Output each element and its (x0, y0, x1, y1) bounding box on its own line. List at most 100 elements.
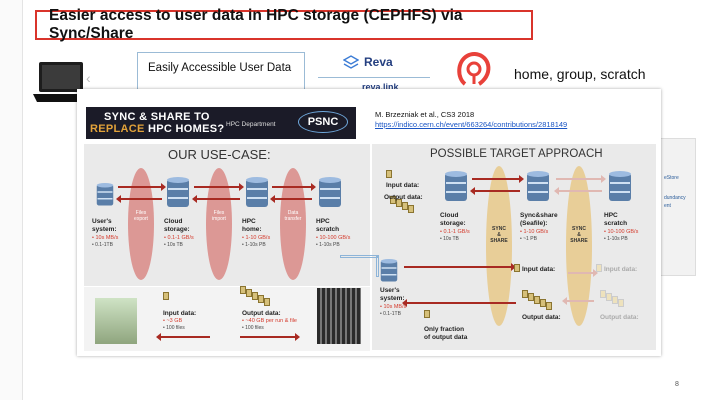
tier-speed: • 10s MB/s (92, 235, 119, 241)
use-case-title: OUR USE-CASE: (168, 147, 271, 162)
target-approach-title: POSSIBLE TARGET APPROACH (430, 148, 603, 160)
arrow-left (116, 195, 162, 203)
file-icon (534, 296, 540, 304)
database-icon (445, 171, 467, 201)
tier-name: HPC scratch (604, 212, 628, 227)
output-size: • ~40 GB per run & file (242, 318, 297, 324)
output-data-label: Output data: (242, 310, 281, 317)
datacenter-photo (317, 288, 361, 344)
file-icon (522, 290, 528, 298)
page-number: 8 (675, 381, 679, 388)
tier-name: Cloud storage: (164, 218, 190, 233)
arrow-left (562, 297, 594, 305)
right-input-label: Input data: (386, 182, 420, 189)
banner-line-1: SYNC & SHARE TO (104, 111, 210, 123)
tier-capacity: • 1-10s PB (316, 242, 340, 248)
accessible-data-label: Easily Accessible User Data (148, 62, 292, 74)
side-card-text-2: dundancy (664, 195, 686, 201)
database-icon (380, 259, 398, 282)
tier-name: User's system: (92, 218, 117, 233)
file-icon (612, 296, 618, 304)
output-count: • 100 files (242, 325, 264, 331)
database-icon (527, 171, 549, 201)
file-icon (386, 170, 392, 178)
tier-speed: • 10s MB/s (380, 304, 407, 310)
file-icon (424, 310, 430, 318)
tier-speed: • 0.1-1 GB/s (164, 235, 194, 241)
file-icon (258, 295, 264, 303)
input-data-label: Input data: (163, 310, 197, 317)
database-icon (96, 183, 114, 206)
file-icon (540, 299, 546, 307)
oval-label-export: Files export (134, 210, 148, 222)
file-icon (618, 299, 624, 307)
file-icon (600, 290, 606, 298)
file-icon (264, 298, 270, 306)
input-count: • 100 files (163, 325, 185, 331)
reva-link[interactable]: reva.link (362, 82, 399, 92)
right-output-label: Output data: (384, 194, 423, 201)
file-icon (606, 293, 612, 301)
oval-data-transfer (280, 168, 306, 280)
sync-share-label: SYNC & SHARE (570, 226, 588, 244)
storage-caption: home, group, scratch (514, 66, 646, 82)
arrow-right (568, 269, 598, 277)
arrow-left (470, 187, 520, 195)
arrow-left (554, 187, 602, 195)
tier-capacity: • 0.1-1TB (92, 242, 113, 248)
reva-logo-icon (343, 55, 359, 69)
arrow-right (194, 183, 244, 191)
laptop-icon (33, 62, 89, 102)
arrow-left (270, 195, 312, 203)
database-icon (246, 177, 268, 207)
psnc-logo: PSNC (298, 111, 348, 133)
oval-sync-share (486, 166, 512, 326)
slide-title-text: Easier access to user data in HPC storag… (49, 7, 463, 42)
ceph-logo-icon (457, 52, 491, 86)
arrow-left (156, 333, 210, 341)
tier-capacity: • 1-10s PB (604, 236, 628, 242)
input-size: • ~3 GB (163, 318, 183, 324)
oval-label-import: Files import (212, 210, 226, 222)
connector-line (318, 77, 430, 78)
tier-name: User's system: (380, 287, 405, 302)
connector-line (340, 255, 378, 258)
arrow-right (272, 183, 316, 191)
side-card: eStore dundancy ent (660, 138, 696, 276)
banner-department: HPC Department (226, 121, 276, 128)
file-icon (396, 199, 402, 207)
arrow-right (404, 263, 516, 271)
file-icon (246, 289, 252, 297)
tier-speed: • 1-10 GB/s (242, 235, 271, 241)
file-icon (402, 202, 408, 210)
output-faded-label: Output data: (600, 314, 639, 321)
arrow-right (240, 333, 300, 341)
left-panel-border (0, 0, 23, 400)
tier-capacity: • 1-10s PB (242, 242, 266, 248)
oval-files-export (128, 168, 154, 280)
connector-line (376, 255, 379, 277)
citation-link[interactable]: https://indico.cern.ch/event/663264/cont… (375, 120, 568, 129)
file-icon (596, 264, 602, 272)
tier-speed: • 1-10 GB/s (520, 229, 549, 235)
tier-name: HPC home: (242, 218, 262, 233)
tier-speed: • 0.1-1 GB/s (440, 229, 470, 235)
arrow-right (472, 175, 524, 183)
tier-capacity: • 0.1-1TB (380, 311, 401, 317)
database-icon (609, 171, 631, 201)
tier-name: Cloud storage: (440, 212, 466, 227)
file-icon (408, 205, 414, 213)
tier-speed: • 10-100 GB/s (316, 235, 351, 241)
file-icon (546, 302, 552, 310)
banner-replace: REPLACE (90, 123, 145, 135)
oval-label-transfer: Data transfer (284, 210, 302, 222)
slide-title: Easier access to user data in HPC storag… (35, 7, 533, 42)
file-icon (252, 292, 258, 300)
oval-files-import (206, 168, 232, 280)
database-icon (319, 177, 341, 207)
file-icon (528, 293, 534, 301)
banner-rest: HPC HOMES? (144, 123, 225, 135)
file-icon (163, 292, 169, 300)
database-icon (167, 177, 189, 207)
tier-name: HPC scratch (316, 218, 340, 233)
